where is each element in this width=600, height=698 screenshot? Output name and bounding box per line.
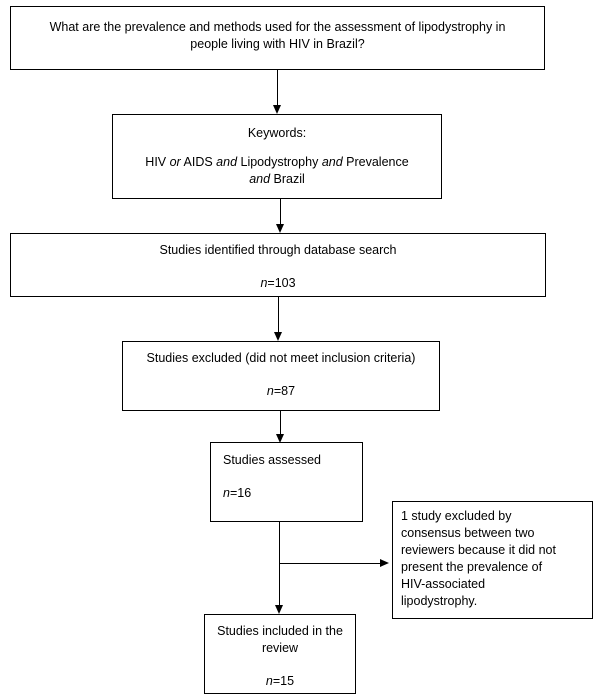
included-count: n=15 — [265, 674, 295, 688]
side-excluded-line-3: reviewers because it did not — [401, 543, 556, 557]
side-excluded-line-2: consensus between two — [401, 526, 535, 540]
question-box: What are the prevalence and methods used… — [10, 6, 545, 70]
excluded-box: Studies excluded (did not meet inclusion… — [122, 341, 440, 411]
arrow-to-side-excluded — [279, 563, 380, 564]
excluded-count: n=87 — [266, 384, 296, 398]
question-line-1: What are the prevalence and methods used… — [49, 20, 506, 34]
arrow-identified-to-excluded — [278, 297, 279, 333]
arrow-question-to-keywords — [277, 70, 278, 106]
arrowhead-2 — [276, 224, 284, 233]
keywords-box: Keywords: HIV or AIDS and Lipodystrophy … — [112, 114, 442, 199]
arrow-excluded-to-assessed — [280, 411, 281, 435]
arrow-assessed-to-included — [279, 522, 280, 606]
arrowhead-side — [380, 559, 389, 567]
keywords-line-2: and Brazil — [249, 172, 305, 186]
question-line-2: people living with HIV in Brazil? — [190, 37, 365, 51]
side-excluded-line-1: 1 study excluded by — [401, 509, 512, 523]
arrowhead-4 — [276, 434, 284, 443]
arrowhead-5 — [275, 605, 283, 614]
side-excluded-line-5: HIV-associated — [401, 577, 486, 591]
keywords-heading: Keywords: — [247, 126, 307, 140]
identified-box: Studies identified through database sear… — [10, 233, 546, 297]
arrowhead-3 — [274, 332, 282, 341]
identified-count: n=103 — [260, 276, 296, 290]
arrowhead-1 — [273, 105, 281, 114]
assessed-count: n=16 — [223, 486, 252, 500]
included-line-2: review — [261, 641, 299, 655]
excluded-label: Studies excluded (did not meet inclusion… — [146, 351, 416, 365]
identified-label: Studies identified through database sear… — [159, 243, 397, 257]
included-line-1: Studies included in the — [217, 624, 343, 638]
arrow-keywords-to-identified — [280, 199, 281, 224]
keywords-line-1: HIV or AIDS and Lipodystrophy and Preval… — [145, 155, 409, 169]
side-excluded-line-6: lipodystrophy. — [401, 594, 478, 608]
side-excluded-line-4: present the prevalence of — [401, 560, 543, 574]
included-box: Studies included in the review n=15 — [204, 614, 356, 694]
side-excluded-box: 1 study excluded by consensus between tw… — [392, 501, 593, 619]
assessed-box: Studies assessed n=16 — [210, 442, 363, 522]
assessed-label: Studies assessed — [223, 453, 321, 467]
